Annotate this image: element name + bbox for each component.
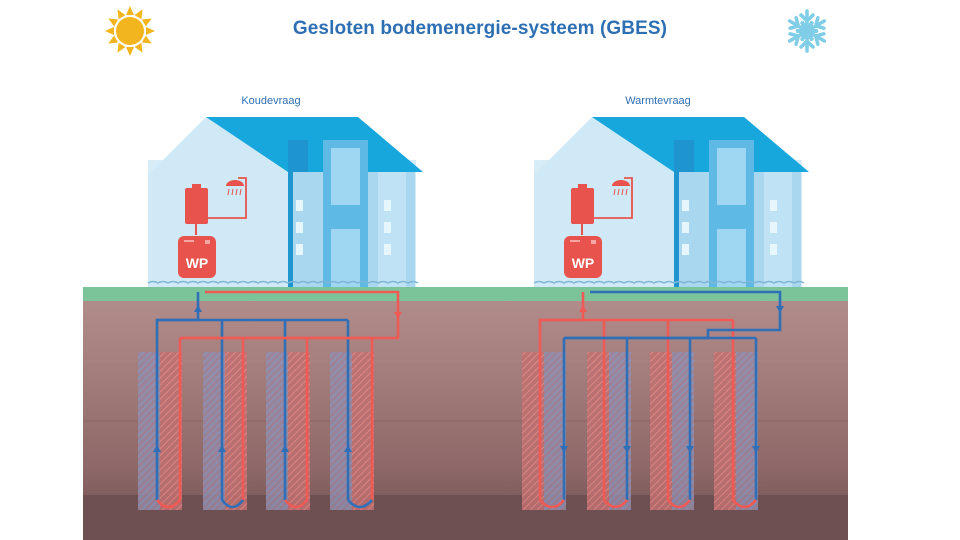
- house-label-heating: Warmtevraag: [625, 95, 691, 107]
- pipe-network: [153, 290, 784, 509]
- grass-strip: [83, 287, 848, 301]
- sun-icon: [105, 6, 155, 56]
- house-label-cooling: Koudevraag: [241, 95, 301, 107]
- borehole-zones: [138, 352, 758, 510]
- heat-pump-label: WP: [572, 255, 595, 271]
- page-title: Gesloten bodemenergie-systeem (GBES): [292, 18, 668, 39]
- snowflake-icon: [787, 9, 827, 53]
- house-cooling: WP: [147, 117, 423, 287]
- heat-pump-label: WP: [186, 255, 209, 271]
- house-heating: WP: [533, 117, 809, 287]
